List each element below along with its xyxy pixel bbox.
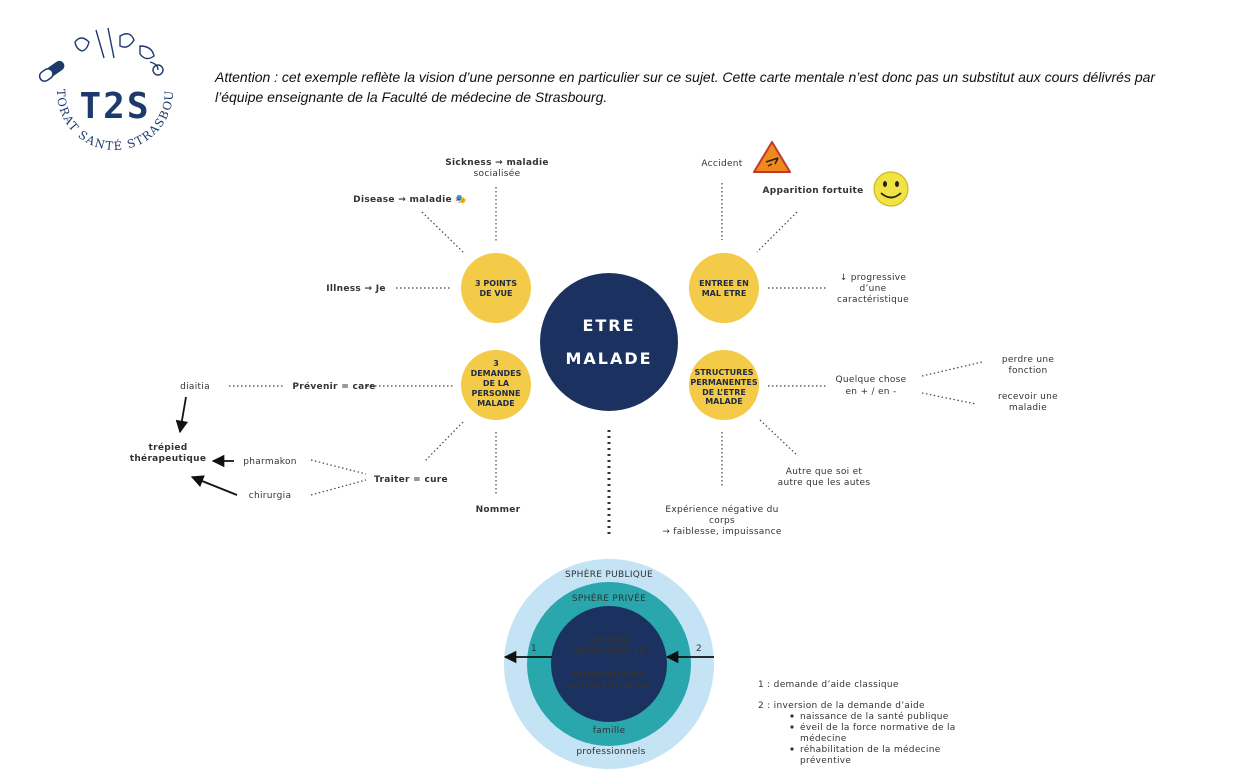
sphere-famille: famille: [593, 726, 626, 736]
node-entree: ENTREE EN MAL ETRE: [689, 253, 759, 323]
center-line-1: ETRE: [582, 316, 635, 335]
legend-bullet-2-line-2: médecine: [800, 733, 847, 744]
label-perdre-1: perdre une: [1002, 355, 1055, 365]
legend-bullet-3-line-1: réhabilitation de la médecine: [800, 744, 941, 755]
label-experience-2: corps: [709, 516, 735, 526]
disclaimer-text: Attention : cet exemple reflète la visio…: [215, 69, 1156, 105]
label-prevenir: Prévenir = care: [292, 381, 375, 392]
label-recevoir-2: maladie: [1009, 403, 1047, 413]
medical-instruments-icon: [74, 27, 164, 76]
sphere-num-2: 2: [696, 644, 702, 654]
node-entree-line-1: ENTREE EN: [699, 279, 749, 288]
center-line-2: MALADE: [565, 349, 652, 368]
label-pharmakon: pharmakon: [243, 457, 297, 467]
node-structures: STRUCTURES PERMANENTES DE L’ETRE MALADE: [689, 350, 759, 420]
label-illness: Illness → Je: [326, 284, 386, 294]
label-progressive-2: d’une: [859, 284, 886, 294]
sphere-auto-2: automédication: [567, 680, 651, 691]
connectors: [175, 183, 983, 535]
sphere-professionnels: professionnels: [576, 747, 645, 757]
node-structures-line-3: DE L’ETRE: [702, 388, 746, 397]
labels: Sickness → maladie socialisée Disease → …: [130, 158, 1058, 537]
sphere-num-1: 1: [531, 644, 537, 654]
label-experience-1: Expérience négative du: [665, 504, 778, 515]
label-apparition: Apparition fortuite: [763, 186, 864, 196]
label-trepied-1: trépied: [148, 442, 187, 453]
legend-bullet-1: naissance de la santé publique: [800, 711, 949, 722]
legend-item-1: 1 : demande d’aide classique: [758, 680, 899, 690]
logo-title: T2S: [79, 86, 150, 127]
label-quelque-2: en + / en -: [845, 387, 896, 397]
label-chirurgia: chirurgia: [249, 491, 292, 501]
label-nommer: Nommer: [476, 505, 521, 515]
label-trepied-2: thérapeutique: [130, 453, 207, 464]
label-recevoir-1: recevoir une: [998, 392, 1058, 402]
node-entree-line-2: MAL ETRE: [702, 289, 747, 298]
node-demandes: 3 DEMANDES DE LA PERSONNE MALADE: [461, 350, 531, 420]
label-diaitia: diaitia: [180, 382, 210, 392]
sphere-individuelle-label-1: SPHÈRE: [588, 634, 630, 646]
label-traiter: Traiter = cure: [374, 475, 448, 485]
logo-ring-text: TUTORAT SANTÉ STRASBOURG: [0, 0, 176, 153]
smiley-icon: [873, 171, 909, 207]
node-demandes-line-4: PERSONNE: [472, 389, 521, 398]
legend-bullet-3-line-2: préventive: [800, 755, 851, 766]
node-demandes-line-2: DEMANDES: [471, 369, 522, 378]
node-points-de-vue: 3 POINTS DE VUE: [461, 253, 531, 323]
label-sickness-2: socialisée: [474, 168, 521, 179]
node-demandes-line-1: 3: [493, 359, 499, 368]
label-disease: Disease → maladie 🎭: [353, 194, 467, 205]
node-structures-line-1: STRUCTURES: [694, 368, 753, 377]
sphere-individuelle-label-2: INDIVIDUELLE: [572, 647, 646, 657]
sphere-privee-label: SPHÈRE PRIVÉE: [572, 592, 646, 604]
label-experience-3: → faiblesse, impuissance: [662, 527, 782, 537]
legend-item-2: 2 : inversion de la demande d’aide: [758, 701, 925, 711]
node-structures-line-2: PERMANENTES: [690, 378, 757, 387]
center-node: ETRE MALADE: [540, 273, 678, 411]
node-demandes-line-3: DE LA: [483, 379, 510, 388]
node-points-de-vue-line-2: DE VUE: [479, 289, 512, 298]
sphere-publique-label: SPHÈRE PUBLIQUE: [565, 568, 653, 580]
node-structures-line-4: MALADE: [705, 397, 743, 406]
logo: T2S TUTORAT SANTÉ STRASBOURG: [0, 0, 176, 153]
label-accident: Accident: [701, 159, 742, 169]
spheres-diagram: SPHÈRE PUBLIQUE SPHÈRE PRIVÉE SPHÈRE IND…: [503, 559, 714, 769]
label-progressive-1: ↓ progressive: [840, 273, 907, 283]
sphere-auto-1: automaintien: [573, 670, 644, 680]
label-quelque-1: Quelque chose: [836, 375, 907, 385]
pill-icon: [38, 60, 65, 82]
warning-sign-icon: [753, 141, 791, 173]
label-autre-2: autre que les autes: [778, 478, 871, 488]
legend-bullet-2-line-1: éveil de la force normative de la: [800, 722, 956, 733]
label-sickness-1: Sickness → maladie: [445, 158, 549, 168]
label-autre-1: Autre que soi et: [786, 467, 863, 477]
node-points-de-vue-line-1: 3 POINTS: [475, 279, 517, 288]
label-perdre-2: fonction: [1009, 366, 1048, 376]
label-progressive-3: caractéristique: [837, 294, 909, 305]
node-demandes-line-5: MALADE: [477, 399, 515, 408]
legend: 1 : demande d’aide classique 2 : inversi…: [758, 680, 956, 766]
